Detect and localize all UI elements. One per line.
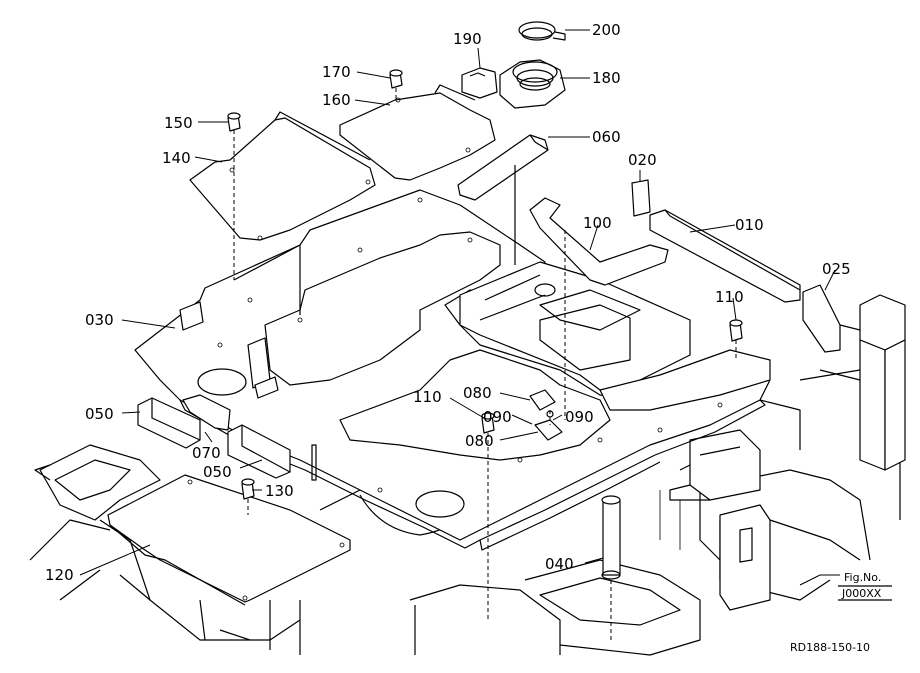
figure-number-value: J000XX	[841, 587, 882, 600]
callout-190: 190	[453, 30, 482, 48]
callout-050-right: 050	[203, 463, 232, 481]
callout-030: 030	[85, 311, 114, 329]
callout-090-left: 090	[483, 408, 512, 426]
post-040	[601, 495, 621, 580]
callout-010: 010	[735, 216, 764, 234]
callout-090-right: 090	[565, 408, 594, 426]
seals-and-pads	[457, 134, 841, 353]
right-post	[819, 294, 906, 471]
callout-100: 100	[583, 214, 612, 232]
fasteners	[227, 69, 743, 500]
callout-080-lower: 080	[465, 432, 494, 450]
callout-labels: 200 190 180 170 160 150 140 060 020 010 …	[45, 21, 851, 584]
callout-080-upper: 080	[463, 384, 492, 402]
blocks-050-070	[137, 394, 291, 479]
callout-120: 120	[45, 566, 74, 584]
callout-140: 140	[162, 149, 191, 167]
panel-160	[339, 84, 496, 181]
figure-number-box: Fig.No. J000XX	[838, 571, 892, 601]
callout-150: 150	[164, 114, 193, 132]
panel-120	[107, 474, 351, 606]
callout-070: 070	[192, 444, 221, 462]
callout-040: 040	[545, 555, 574, 573]
callout-200: 200	[592, 21, 621, 39]
callout-020: 020	[628, 151, 657, 169]
callout-060: 060	[592, 128, 621, 146]
leader-lines	[79, 29, 840, 586]
inner-frame	[459, 261, 771, 411]
panel-140	[189, 111, 376, 241]
callout-050-left: 050	[85, 405, 114, 423]
callout-130: 130	[265, 482, 294, 500]
callout-180: 180	[592, 69, 621, 87]
callout-025: 025	[822, 260, 851, 278]
callout-160: 160	[322, 91, 351, 109]
right-bracket	[669, 429, 771, 611]
callout-110-right: 110	[715, 288, 744, 306]
figure-number-label: Fig.No.	[844, 571, 881, 584]
drawing-number: RD188-150-10	[790, 641, 870, 654]
callout-170: 170	[322, 63, 351, 81]
callout-110-center: 110	[413, 388, 442, 406]
alignment-lines	[233, 88, 737, 640]
boot-assembly	[461, 21, 566, 109]
